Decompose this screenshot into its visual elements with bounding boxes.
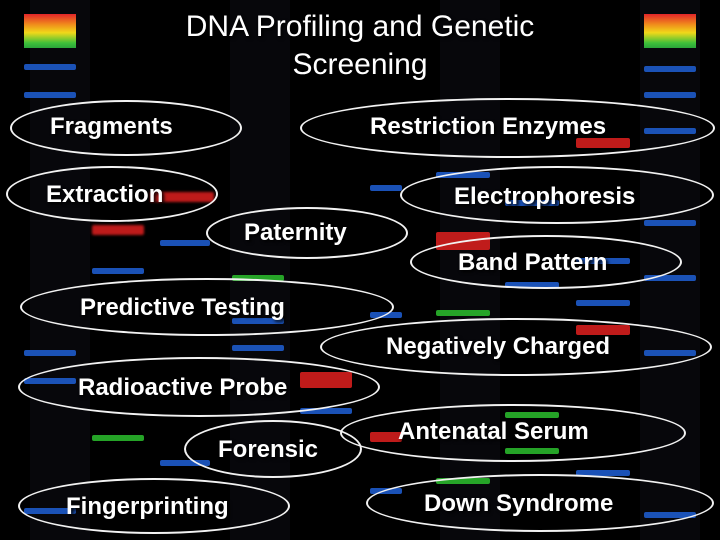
gel-band [92, 268, 144, 274]
oval-predictive-testing [20, 278, 394, 336]
oval-extraction [6, 166, 218, 222]
gel-band [436, 310, 490, 316]
term-fragments: Fragments [50, 113, 173, 140]
gel-band [300, 408, 352, 414]
term-fingerprinting: Fingerprinting [66, 493, 229, 520]
term-antenatal-serum: Antenatal Serum [398, 418, 589, 445]
title-line-2: Screening [292, 48, 428, 81]
gel-band [160, 240, 210, 246]
term-forensic: Forensic [218, 436, 319, 463]
slide-title: DNA Profiling and Genetic Screening [110, 8, 610, 84]
gel-band [576, 470, 630, 476]
ladder-marker-left [24, 14, 76, 48]
oval-electrophoresis [400, 166, 714, 224]
title-line-1: DNA Profiling and Genetic [185, 10, 535, 43]
term-paternity: Paternity [244, 219, 347, 246]
oval-down-syndrome [366, 474, 714, 532]
gel-band [644, 220, 696, 226]
ladder-marker-right [644, 14, 696, 48]
term-extraction: Extraction [46, 181, 164, 208]
oval-negatively-charged [320, 318, 712, 376]
oval-radioactive-probe [18, 357, 380, 417]
gel-band [644, 92, 696, 98]
gel-band [24, 92, 76, 98]
term-band-pattern: Band Pattern [458, 249, 608, 276]
gel-band [24, 350, 76, 356]
oval-band-pattern [410, 235, 682, 289]
oval-forensic [184, 420, 362, 478]
gel-band [576, 300, 630, 306]
gel-band [370, 185, 402, 191]
oval-paternity [206, 207, 408, 259]
gel-band [644, 66, 696, 72]
gel-band [92, 435, 144, 441]
term-electrophoresis: Electrophoresis [454, 183, 636, 210]
term-predictive-testing: Predictive Testing [80, 294, 285, 321]
gel-band [232, 345, 284, 351]
gel-band [24, 64, 76, 70]
gel-band [160, 460, 210, 466]
term-radioactive-probe: Radioactive Probe [78, 374, 288, 401]
gel-band [232, 275, 284, 281]
term-down-syndrome: Down Syndrome [424, 490, 614, 517]
gel-lane [30, 0, 90, 540]
oval-fragments [10, 100, 242, 156]
oval-restriction-enzymes [300, 98, 715, 158]
term-restriction-enzymes: Restriction Enzymes [370, 113, 607, 140]
gel-band [92, 225, 144, 235]
gel-band [644, 275, 696, 281]
oval-fingerprinting [18, 478, 290, 534]
term-negatively-charged: Negatively Charged [386, 333, 611, 360]
